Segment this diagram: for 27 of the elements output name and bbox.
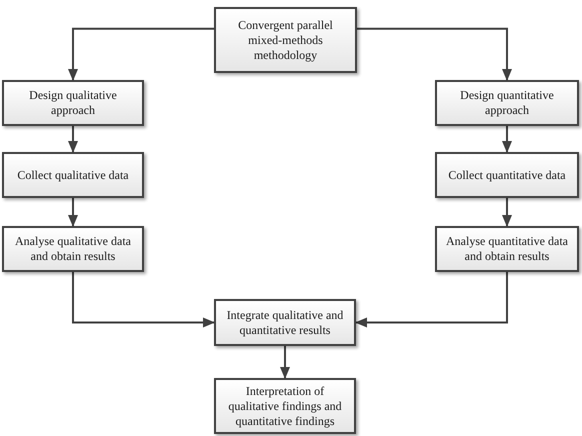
box-label: Design quantitative approach (459, 88, 555, 118)
arrow (280, 346, 290, 379)
box-label: Convergent parallel mixed-methods methodology (237, 18, 334, 62)
process-box (2, 226, 144, 272)
process-box (214, 378, 356, 434)
arrow (72, 272, 215, 328)
box-label: Collect qualitative data (17, 168, 129, 182)
process-box (214, 299, 356, 346)
process-box (2, 152, 144, 198)
process-box (435, 152, 579, 198)
box-label: Collect quantitative data (448, 168, 566, 182)
arrow (357, 28, 512, 81)
arrow (502, 198, 512, 227)
process-box (435, 80, 579, 126)
box-label: Interpretation of qualitative findings and quantitative findings (227, 384, 343, 428)
process-box (435, 226, 579, 272)
process-box (214, 7, 357, 73)
box-label: Analyse quantitative data and obtain results (445, 234, 569, 264)
box-label: Analyse qualitative data and obtain results (14, 234, 132, 264)
arrow (355, 272, 508, 328)
box-label: Design qualitative approach (28, 88, 118, 118)
arrow (502, 126, 512, 153)
process-box (2, 80, 144, 126)
box-label: Integrate qualitative and quantitative results (226, 308, 344, 338)
arrow (68, 198, 78, 227)
arrow (68, 28, 214, 81)
arrow (68, 126, 78, 153)
